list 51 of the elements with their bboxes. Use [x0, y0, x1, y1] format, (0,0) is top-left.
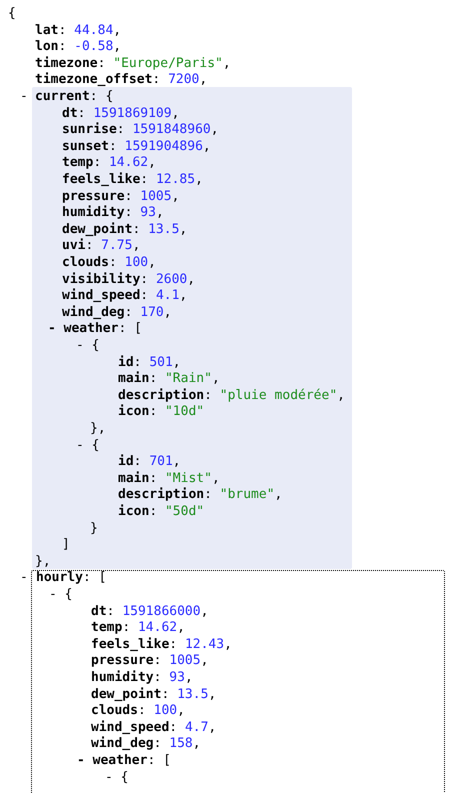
code-line: wind_speed: 4.1, — [62, 288, 188, 304]
code-line: wind_deg: 158, — [91, 736, 201, 752]
code-line: wind_deg: 170, — [62, 304, 172, 320]
code-line: clouds: 100, — [91, 703, 185, 718]
collapse-toggle: - — [20, 89, 28, 104]
code-line: timezone: "Europe/Paris", — [35, 56, 231, 71]
highlighted-block — [32, 87, 352, 569]
code-line: sunrise: 1591848960, — [62, 122, 219, 138]
code-line: }, — [35, 554, 51, 569]
code-line: - { — [76, 338, 100, 353]
code-line: humidity: 93, — [62, 205, 164, 220]
code-line: hourly: [ — [36, 570, 106, 586]
code-line: dew_point: 13.5, — [62, 222, 188, 237]
code-line: id: 701, — [118, 454, 181, 470]
code-line: pressure: 1005, — [62, 188, 180, 204]
code-line: dt: 1591869109, — [62, 106, 180, 121]
code-line: - weather: [ — [48, 321, 142, 336]
code-line: current: { — [35, 89, 114, 104]
code-line: dew_point: 13.5, — [91, 686, 216, 702]
code-line: timezone_offset: 7200, — [35, 72, 208, 88]
code-line: uvi: 7.75, — [62, 238, 140, 254]
code-line: ] — [62, 537, 70, 552]
code-line: pressure: 1005, — [91, 653, 208, 668]
code-line: dt: 1591866000, — [91, 604, 208, 619]
collapse-toggle: - — [20, 570, 28, 586]
code-line: icon: "50d" — [118, 504, 204, 519]
code-line: lat: 44.84, — [35, 22, 122, 38]
code-line: } — [90, 520, 98, 536]
code-line: icon: "10d" — [118, 404, 204, 420]
code-line: main: "Mist", — [118, 470, 220, 486]
code-line: temp: 14.62, — [62, 155, 156, 170]
code-line: }, — [90, 421, 106, 436]
code-line: feels_like: 12.85, — [62, 172, 203, 187]
code-line: - { — [76, 438, 100, 453]
code-line: feels_like: 12.43, — [91, 636, 232, 652]
selected-block — [31, 570, 445, 793]
code-line: wind_speed: 4.7, — [91, 720, 216, 735]
code-line: description: "pluie modérée", — [118, 388, 345, 403]
code-line: temp: 14.62, — [91, 620, 185, 636]
code-line: sunset: 1591904896, — [62, 138, 211, 154]
code-line: visibility: 2600, — [62, 272, 196, 287]
code-line: lon: -0.58, — [35, 39, 122, 54]
code-line: - { — [105, 770, 128, 785]
code-line: - weather: [ — [77, 753, 171, 768]
code-line: clouds: 100, — [62, 255, 156, 270]
code-line: description: "brume", — [118, 487, 282, 502]
code-line: id: 501, — [118, 354, 181, 370]
code-line: { — [8, 6, 16, 21]
code-line: - { — [49, 587, 72, 602]
code-line: main: "Rain", — [118, 371, 220, 386]
code-line: humidity: 93, — [91, 670, 193, 685]
